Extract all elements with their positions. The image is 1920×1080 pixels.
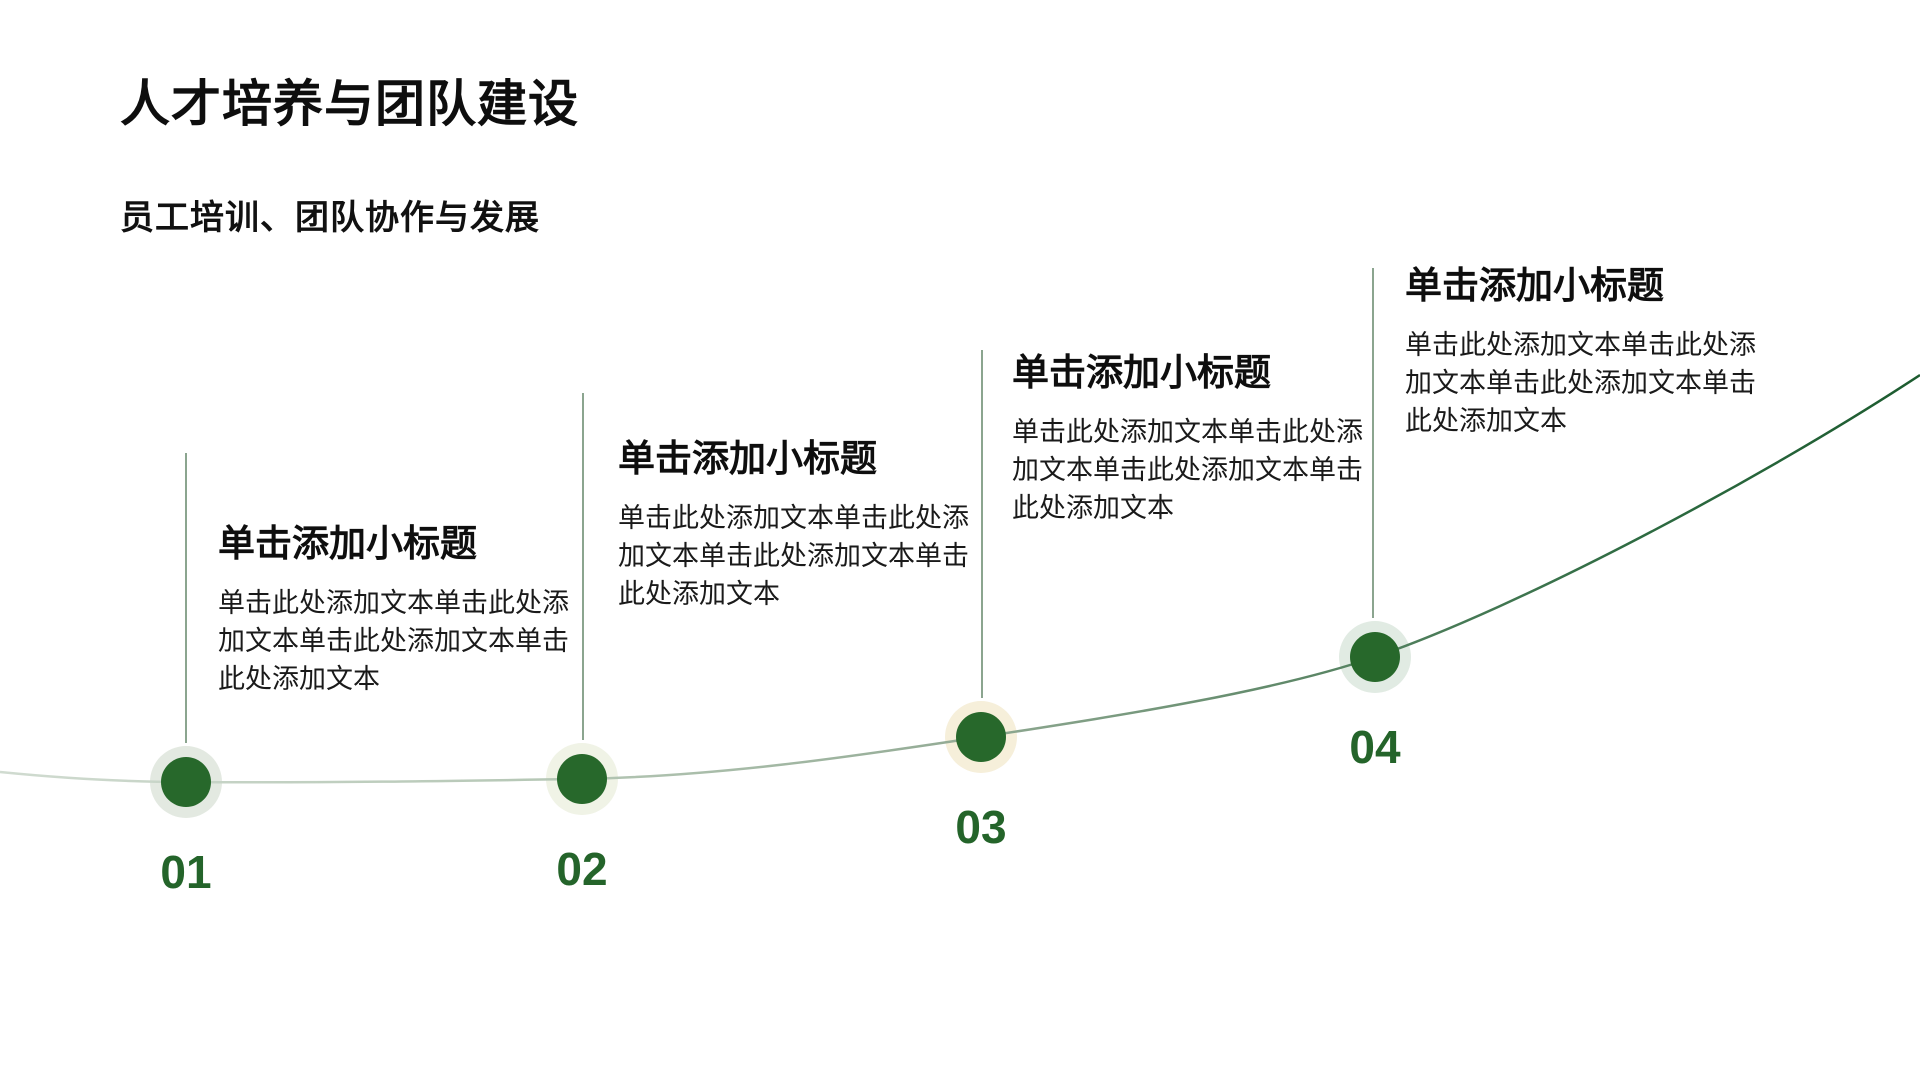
step-number: 03 [955,801,1007,853]
connector-line [981,350,983,698]
step-number: 01 [160,846,212,898]
item-heading-placeholder[interactable]: 单击添加小标题 [1405,265,1664,306]
timeline-dot [161,757,211,807]
item-body-placeholder[interactable]: 单击此处添加文本单击此处添加文本单击此处添加文本单击此处添加文本 [618,503,969,609]
item-heading-placeholder[interactable]: 单击添加小标题 [618,438,877,479]
connector-line [582,393,584,740]
timeline-dot [557,754,607,804]
connector-line [185,453,187,743]
connector-line [1372,268,1374,618]
timeline-dot [956,712,1006,762]
slide-title: 人才培养与团队建设 [120,76,579,132]
item-heading-placeholder[interactable]: 单击添加小标题 [1012,352,1271,393]
item-body-placeholder[interactable]: 单击此处添加文本单击此处添加文本单击此处添加文本单击此处添加文本 [218,588,569,694]
item-body-placeholder[interactable]: 单击此处添加文本单击此处添加文本单击此处添加文本单击此处添加文本 [1405,330,1756,436]
slide-subtitle: 员工培训、团队协作与发展 [120,199,540,237]
item-body-placeholder[interactable]: 单击此处添加文本单击此处添加文本单击此处添加文本单击此处添加文本 [1012,417,1363,523]
timeline-dot [1350,632,1400,682]
step-number: 04 [1349,721,1401,773]
step-number: 02 [556,843,608,895]
item-heading-placeholder[interactable]: 单击添加小标题 [218,523,477,564]
